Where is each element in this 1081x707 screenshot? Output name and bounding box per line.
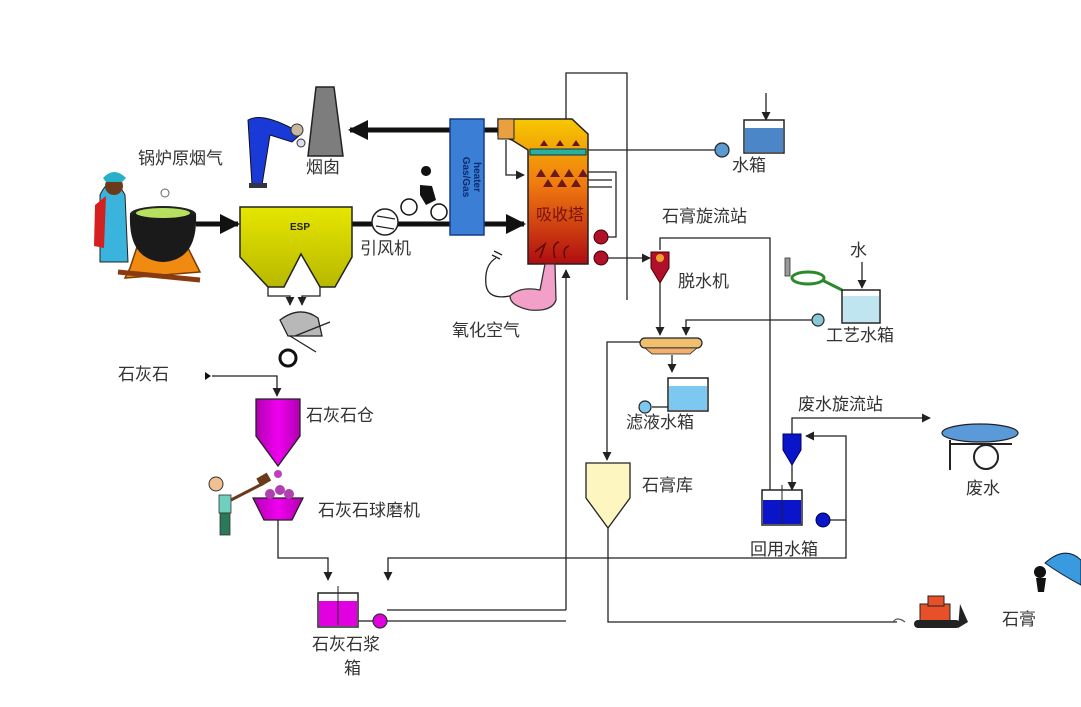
label-limestone-slurry-tank-line2: 箱 (344, 659, 361, 679)
mill-to-slurry-tank-line (277, 520, 333, 581)
esp-hopper-lines (267, 287, 321, 306)
label-limestone-slurry-tank-line1: 石灰石浆 (312, 635, 380, 655)
label-wastewater-cyclone: 废水旋流站 (798, 395, 883, 415)
label-water: 水 (850, 241, 867, 261)
water-tank-icon[interactable] (743, 119, 785, 154)
process-water-tank-icon[interactable] (841, 289, 881, 324)
label-gypsum-store: 石膏库 (642, 476, 693, 496)
label-dewatering-machine: 脱水机 (678, 272, 729, 292)
recycle-pump-icon[interactable] (815, 512, 831, 528)
esp-icon[interactable] (239, 206, 353, 288)
bulldozer-icon (892, 595, 968, 628)
label-limestone-ball-mill: 石灰石球磨机 (318, 501, 420, 521)
ggh-label-line1: Gas/Gas (460, 157, 471, 198)
absorber-recirc-lines (588, 171, 617, 238)
boiler-pot-icon (117, 188, 202, 283)
label-oxidation-air: 氧化空气 (452, 321, 520, 341)
flue-gas-lines (196, 120, 526, 234)
wastewater-cart-icon (941, 423, 1019, 470)
gypsum-to-bulldozer-line (607, 528, 897, 623)
filtrate-pump-icon[interactable] (638, 400, 652, 414)
limestone-slurry-tank-icon[interactable] (317, 586, 359, 628)
limestone-silo[interactable] (255, 398, 301, 478)
limestone-feed-arrow-icon (205, 372, 211, 380)
filter-to-gypsum-store-line (602, 341, 640, 461)
cyclist-icon (400, 166, 448, 221)
wastewater-cyclone-icon[interactable] (782, 433, 802, 466)
label-id-fan: 引风机 (360, 239, 411, 259)
wheelbarrow-icon (278, 311, 331, 368)
worker-with-hammer-icon (208, 472, 272, 536)
label-gypsum-cyclone: 石膏旋流站 (662, 207, 747, 227)
oxidation-air-blower-icon[interactable] (485, 250, 557, 311)
wastewater-lines (383, 413, 931, 581)
label-limestone: 石灰石 (118, 365, 169, 385)
gas-gas-heater[interactable]: Gas/Gas heater (449, 118, 485, 236)
belt-filter-icon[interactable] (639, 337, 703, 355)
gypsum-store-silo[interactable] (585, 462, 631, 530)
esp-label: ESP (290, 222, 310, 233)
spray-nozzles (536, 140, 588, 187)
label-process-water-tank: 工艺水箱 (826, 326, 894, 346)
umbrella-figure-icon (1034, 552, 1081, 592)
label-filtrate-tank: 滤液水箱 (626, 413, 694, 433)
label-wastewater: 废水 (966, 479, 1000, 499)
slurry-feed-lines (387, 269, 571, 611)
ggh-label-line2: heater (471, 162, 482, 192)
label-limestone-silo: 石灰石仓 (306, 406, 374, 426)
limestone-slurry-pump-icon[interactable] (372, 613, 388, 629)
absorber-tower[interactable] (497, 118, 589, 265)
inspector-figure-icon (247, 117, 306, 188)
bleed-to-cyclone-line (608, 237, 775, 499)
water-hose-icon (784, 257, 843, 292)
label-absorber: 吸收塔 (536, 205, 585, 224)
process-water-lines (681, 262, 867, 336)
label-chimney: 烟囱 (306, 158, 340, 178)
label-water-tank: 水箱 (732, 156, 766, 176)
label-boiler-flue-gas: 锅炉原烟气 (138, 149, 223, 169)
ball-mill-icon[interactable] (251, 485, 305, 521)
water-tank-lines (565, 72, 771, 300)
chimney-icon (307, 86, 344, 157)
recycle-water-tank-icon[interactable] (761, 485, 803, 526)
label-recycle-water-tank: 回用水箱 (750, 540, 818, 560)
filtrate-tank-icon[interactable] (667, 377, 709, 412)
label-gypsum: 石膏 (1002, 610, 1036, 630)
id-fan-icon[interactable] (371, 208, 399, 236)
water-tank-pump-icon[interactable] (714, 142, 730, 158)
limestone-feed-line (212, 375, 282, 397)
gypsum-cyclone-icon[interactable] (650, 251, 670, 284)
process-water-pump-icon[interactable] (811, 313, 825, 327)
woman-figure-icon (94, 172, 129, 263)
gypsum-bleed-pump-icon[interactable] (593, 250, 609, 266)
recirculation-pump-icon[interactable] (593, 229, 609, 245)
